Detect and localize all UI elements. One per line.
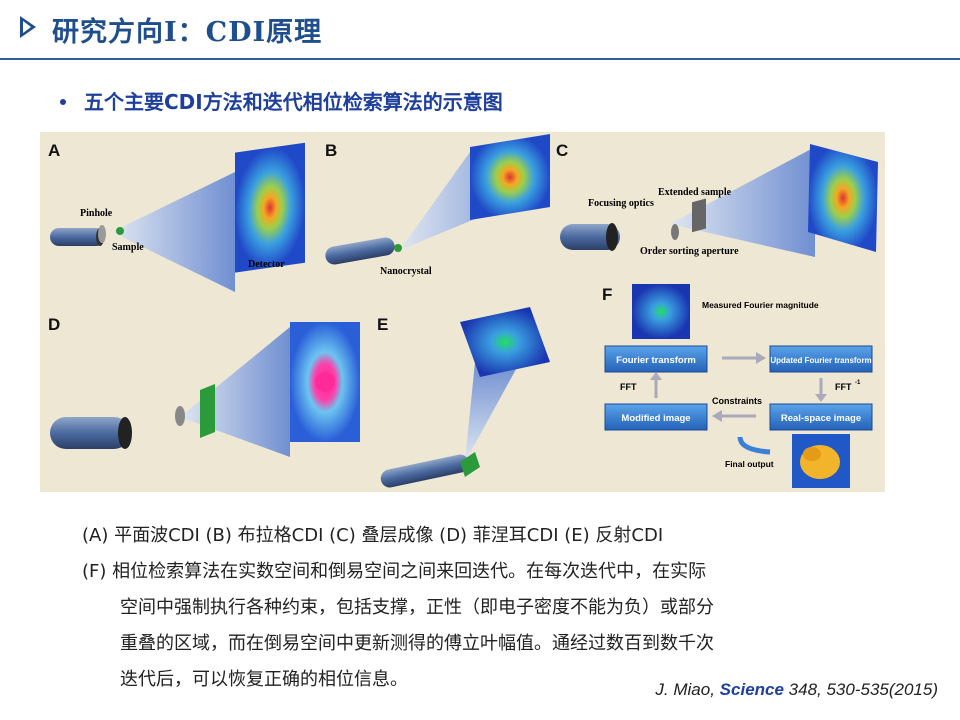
label-fft: FFT (620, 382, 637, 392)
subtitle-text: 五个主要CDI方法和迭代相位检索算法的示意图 (84, 90, 503, 114)
panel-e: E (377, 307, 550, 488)
citation: J. Miao, Science 348, 530-535(2015) (655, 680, 938, 700)
label-ifft: FFT (835, 382, 852, 392)
citation-author: J. Miao, (655, 680, 720, 699)
panel-e-letter: E (377, 315, 388, 334)
header-divider (0, 58, 960, 60)
label-fourier: Fourier transform (616, 355, 696, 366)
box-real-space (769, 403, 873, 431)
arrow-bullet-icon (20, 16, 36, 38)
label-pinhole: Pinhole (80, 208, 113, 219)
box-updated-fourier (769, 345, 873, 373)
label-sample: Sample (112, 242, 144, 253)
citation-journal: Science (719, 680, 784, 699)
panel-f: F Measured Fourier magnitude Fourier tra… (602, 284, 873, 488)
panel-c-letter: C (556, 141, 568, 160)
box-fourier-transform (604, 345, 708, 373)
label-focusing-optics: Focusing optics (588, 198, 654, 209)
measured-pattern (632, 284, 690, 339)
label-order-sorting: Order sorting aperture (640, 246, 739, 257)
label-extended-sample: Extended sample (658, 187, 732, 198)
figure-canvas: A Pinhole Sample Detector B Nanocrystal … (48, 134, 878, 488)
cdi-schematic-figure: A Pinhole Sample Detector B Nanocrystal … (40, 132, 885, 492)
label-modified: Modified image (621, 413, 690, 424)
label-realspace: Real-space image (781, 413, 861, 424)
figure-caption: (A) 平面波CDI (B) 布拉格CDI (C) 叠层成像 (D) 菲涅耳CD… (82, 518, 862, 698)
caption-line-2: (F) 相位检索算法在实数空间和倒易空间之间来回迭代。在每次迭代中，在实际 (82, 561, 707, 582)
label-ifft-exponent: -1 (855, 380, 861, 386)
panel-c: C Focusing optics Extended sample Order … (556, 141, 878, 257)
section-subtitle: 五个主要CDI方法和迭代相位检索算法的示意图 (60, 86, 503, 115)
label-final: Final output (725, 459, 774, 469)
bullet-dot-icon (60, 98, 66, 105)
panel-d: D (48, 315, 360, 457)
panel-a-letter: A (48, 141, 60, 160)
caption-line-3: 空间中强制执行各种约束，包括支撑，正性（即电子密度不能为负）或部分 (120, 597, 714, 618)
label-measured: Measured Fourier magnitude (702, 300, 819, 310)
citation-ref: 348, 530-535(2015) (783, 680, 938, 699)
arrow-final-icon (737, 436, 771, 455)
label-constraints: Constraints (712, 396, 762, 406)
panel-f-letter: F (602, 285, 612, 304)
box-modified-image (604, 403, 708, 431)
label-detector: Detector (248, 259, 285, 270)
label-updated: Updated Fourier transform (770, 356, 871, 365)
panel-b: B Nanocrystal (325, 134, 550, 277)
panel-b-letter: B (325, 141, 337, 160)
label-nanocrystal: Nanocrystal (380, 266, 432, 277)
slide-header: 研究方向I：CDI原理 (0, 0, 960, 60)
panel-d-letter: D (48, 315, 60, 334)
caption-line-1: (A) 平面波CDI (B) 布拉格CDI (C) 叠层成像 (D) 菲涅耳CD… (82, 525, 664, 546)
panel-a: A Pinhole Sample Detector (48, 141, 305, 292)
caption-line-5: 迭代后，可以恢复正确的相位信息。 (120, 669, 408, 690)
slide-title: 研究方向I：CDI原理 (52, 17, 323, 48)
caption-line-4: 重叠的区域，而在倒易空间中更新测得的傅立叶幅值。通经过数百到数千次 (120, 633, 714, 654)
